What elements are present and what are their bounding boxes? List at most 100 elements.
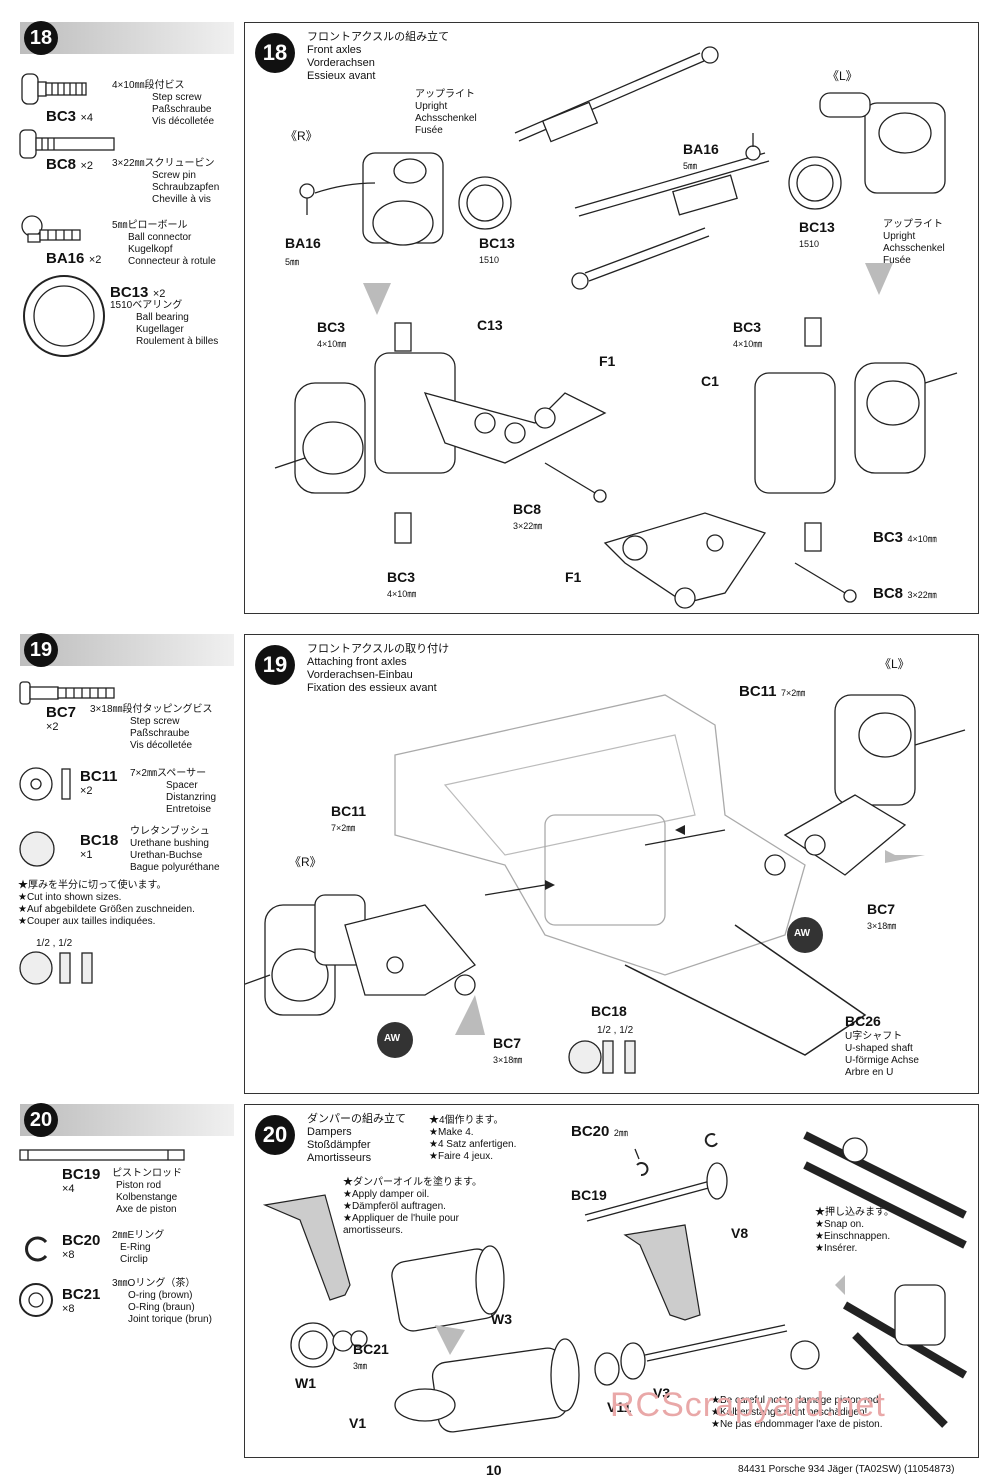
careful-piston-note: ★Be careful not to damage piston rod.★Ko… bbox=[711, 1395, 883, 1430]
part-bc3: BC3 ×4 bbox=[46, 108, 94, 125]
watermark: RCScrapyard.net bbox=[610, 1386, 886, 1424]
damper-oil-note: ★ダンパーオイルを塗ります。★Apply damper oil.★Dämpfer… bbox=[343, 1177, 482, 1236]
label-c13: C13 bbox=[477, 317, 503, 333]
label-bc7-r: BC7 bbox=[493, 1035, 522, 1051]
label-bc11-r-size: 7×2㎜ bbox=[331, 823, 356, 833]
aw-badge-l: AW bbox=[794, 928, 811, 939]
label-v3: V3 bbox=[653, 1385, 671, 1401]
part-ba16: BA16 ×2 bbox=[46, 250, 102, 267]
part-bc13: BC13 ×2 bbox=[110, 284, 166, 301]
label-bc3-l-bottom: BC3 4×10㎜ bbox=[873, 529, 937, 546]
label-bc18: BC18 bbox=[591, 1003, 627, 1019]
front-axle-attachment-drawing bbox=[245, 694, 966, 1058]
label-f1-top: F1 bbox=[599, 353, 616, 369]
e-ring-icon bbox=[25, 1236, 48, 1262]
label-bc21-size: 3㎜ bbox=[353, 1361, 368, 1371]
label-bc18-half: 1/2 , 1/2 bbox=[597, 1025, 634, 1036]
label-bc3-r-top-size: 4×10㎜ bbox=[317, 339, 347, 349]
step-tapping-screw-icon bbox=[19, 681, 115, 705]
part-bc8: BC8 ×2 bbox=[46, 156, 94, 173]
label-v11: V11 bbox=[607, 1399, 632, 1415]
step18-diagram-number: 18 bbox=[255, 33, 295, 73]
part-bc19: BC19×4 bbox=[62, 1166, 101, 1195]
step20-diagram-number: 20 bbox=[255, 1115, 295, 1155]
label-l: 《L》 bbox=[879, 657, 910, 671]
part-bc21-desc: 3㎜Oリング（茶）O-ring (brown)O-Ring (braun)Joi… bbox=[112, 1278, 212, 1325]
label-bc13-l: BC13 bbox=[799, 219, 835, 235]
label-f1-bottom: F1 bbox=[565, 569, 582, 585]
label-bc13-l-size: 1510 bbox=[799, 239, 820, 249]
label-bc7-r-size: 3×18㎜ bbox=[493, 1055, 523, 1065]
label-ba16-l-size: 5㎜ bbox=[683, 161, 698, 171]
piston-rod-icon bbox=[19, 1149, 185, 1161]
o-ring-icon bbox=[19, 1283, 53, 1317]
step18-number: 18 bbox=[24, 21, 58, 55]
label-ba16-r: BA16 bbox=[285, 235, 321, 251]
spacer-icon bbox=[19, 767, 71, 801]
label-bc13-r: BC13 bbox=[479, 235, 515, 251]
label-bc7-l-size: 3×18㎜ bbox=[867, 921, 897, 931]
cut-note: ★厚みを半分に切って使います。★Cut into shown sizes.★Au… bbox=[18, 880, 195, 927]
label-bc3-r-bottom: BC3 bbox=[387, 569, 416, 585]
model-reference: 84431 Porsche 934 Jäger (TA02SW) (110548… bbox=[738, 1464, 955, 1475]
ball-connector-icon bbox=[21, 215, 81, 243]
aw-badge-r: AW bbox=[384, 1033, 401, 1044]
label-bc3-l-top-size: 4×10㎜ bbox=[733, 339, 763, 349]
label-c1: C1 bbox=[701, 373, 719, 389]
label-l: 《L》 bbox=[827, 69, 858, 83]
label-bc11-l: BC11 7×2㎜ bbox=[739, 683, 806, 700]
label-r: 《R》 bbox=[289, 855, 322, 869]
label-bc8-l: BC8 3×22㎜ bbox=[873, 585, 937, 602]
ball-bearing-icon bbox=[23, 275, 105, 357]
label-bc20: BC20 2㎜ bbox=[571, 1123, 628, 1140]
label-bc8-r: BC8 bbox=[513, 501, 542, 517]
step19-diagram-number: 19 bbox=[255, 645, 295, 685]
label-v1: V1 bbox=[349, 1415, 367, 1431]
label-ba16-r-size: 5㎜ bbox=[285, 257, 300, 267]
screw-pin-icon bbox=[19, 129, 115, 159]
part-bc20: BC20×8 bbox=[62, 1232, 101, 1261]
damper-assembly-drawing bbox=[262, 1131, 968, 1433]
label-bc3-r-top: BC3 bbox=[317, 319, 346, 335]
part-bc11: BC11×2 bbox=[80, 768, 118, 797]
label-w1: W1 bbox=[295, 1375, 316, 1391]
make-4-note: ★4個作ります。★Make 4.★4 Satz anfertigen.★Fair… bbox=[429, 1115, 517, 1162]
front-axle-assembly-drawing bbox=[274, 46, 958, 609]
label-bc11-r: BC11 bbox=[331, 803, 367, 819]
part-bc18: BC18×1 bbox=[80, 832, 119, 861]
label-ba16-l: BA16 bbox=[683, 141, 719, 157]
label-r: 《R》 bbox=[285, 129, 318, 143]
step19-number: 19 bbox=[24, 633, 58, 667]
bushing-halves-icon bbox=[568, 1040, 636, 1074]
label-w3: W3 bbox=[491, 1311, 512, 1327]
snap-on-note: ★押し込みます。★Snap on.★Einschnappen.★Insérer. bbox=[815, 1207, 894, 1254]
label-bc19: BC19 bbox=[571, 1187, 607, 1203]
label-bc8-r-size: 3×22㎜ bbox=[513, 521, 543, 531]
part-bc7: BC7×2 bbox=[46, 704, 77, 733]
step-screw-icon bbox=[21, 73, 87, 105]
half-size-label: 1/2 , 1/2 bbox=[36, 938, 73, 949]
label-bc3-r-bottom-size: 4×10㎜ bbox=[387, 589, 417, 599]
urethane-bushing-icon bbox=[19, 831, 55, 867]
label-bc13-r-size: 1510 bbox=[479, 255, 500, 265]
page-number: 10 bbox=[486, 1462, 502, 1478]
step20-number: 20 bbox=[24, 1103, 58, 1137]
label-bc21: BC21 bbox=[353, 1341, 389, 1357]
